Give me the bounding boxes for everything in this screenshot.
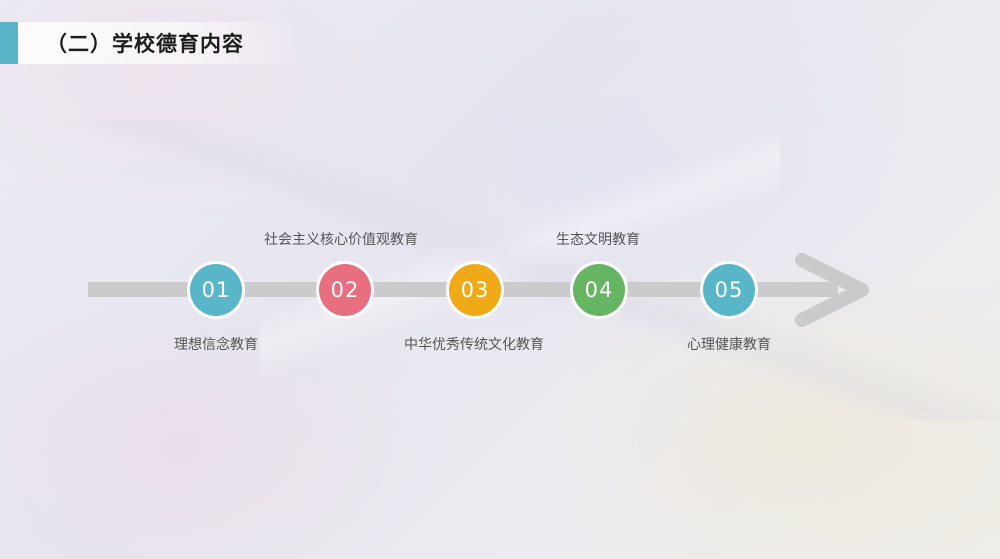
step-label-04: 生态文明教育 [556,232,640,248]
step-number: 03 [460,278,490,302]
step-node-04[interactable]: 04 [573,264,625,316]
step-number: 04 [584,278,614,302]
step-label-05: 心理健康教育 [687,337,771,353]
title-background [18,22,300,64]
step-label-03: 中华优秀传统文化教育 [404,337,544,353]
title-bar: （二）学校德育内容 [0,22,300,64]
step-node-03[interactable]: 03 [449,264,501,316]
step-label-01: 理想信念教育 [174,337,258,353]
step-node-01[interactable]: 01 [190,264,242,316]
step-number: 01 [201,278,231,302]
step-number: 05 [714,278,744,302]
step-number: 02 [330,278,360,302]
title-accent-bar [0,22,18,64]
step-node-05[interactable]: 05 [703,264,755,316]
step-node-02[interactable]: 02 [319,264,371,316]
page-title: （二）学校德育内容 [46,32,244,56]
step-label-02: 社会主义核心价值观教育 [264,232,418,248]
arrow-head-icon [795,253,869,327]
